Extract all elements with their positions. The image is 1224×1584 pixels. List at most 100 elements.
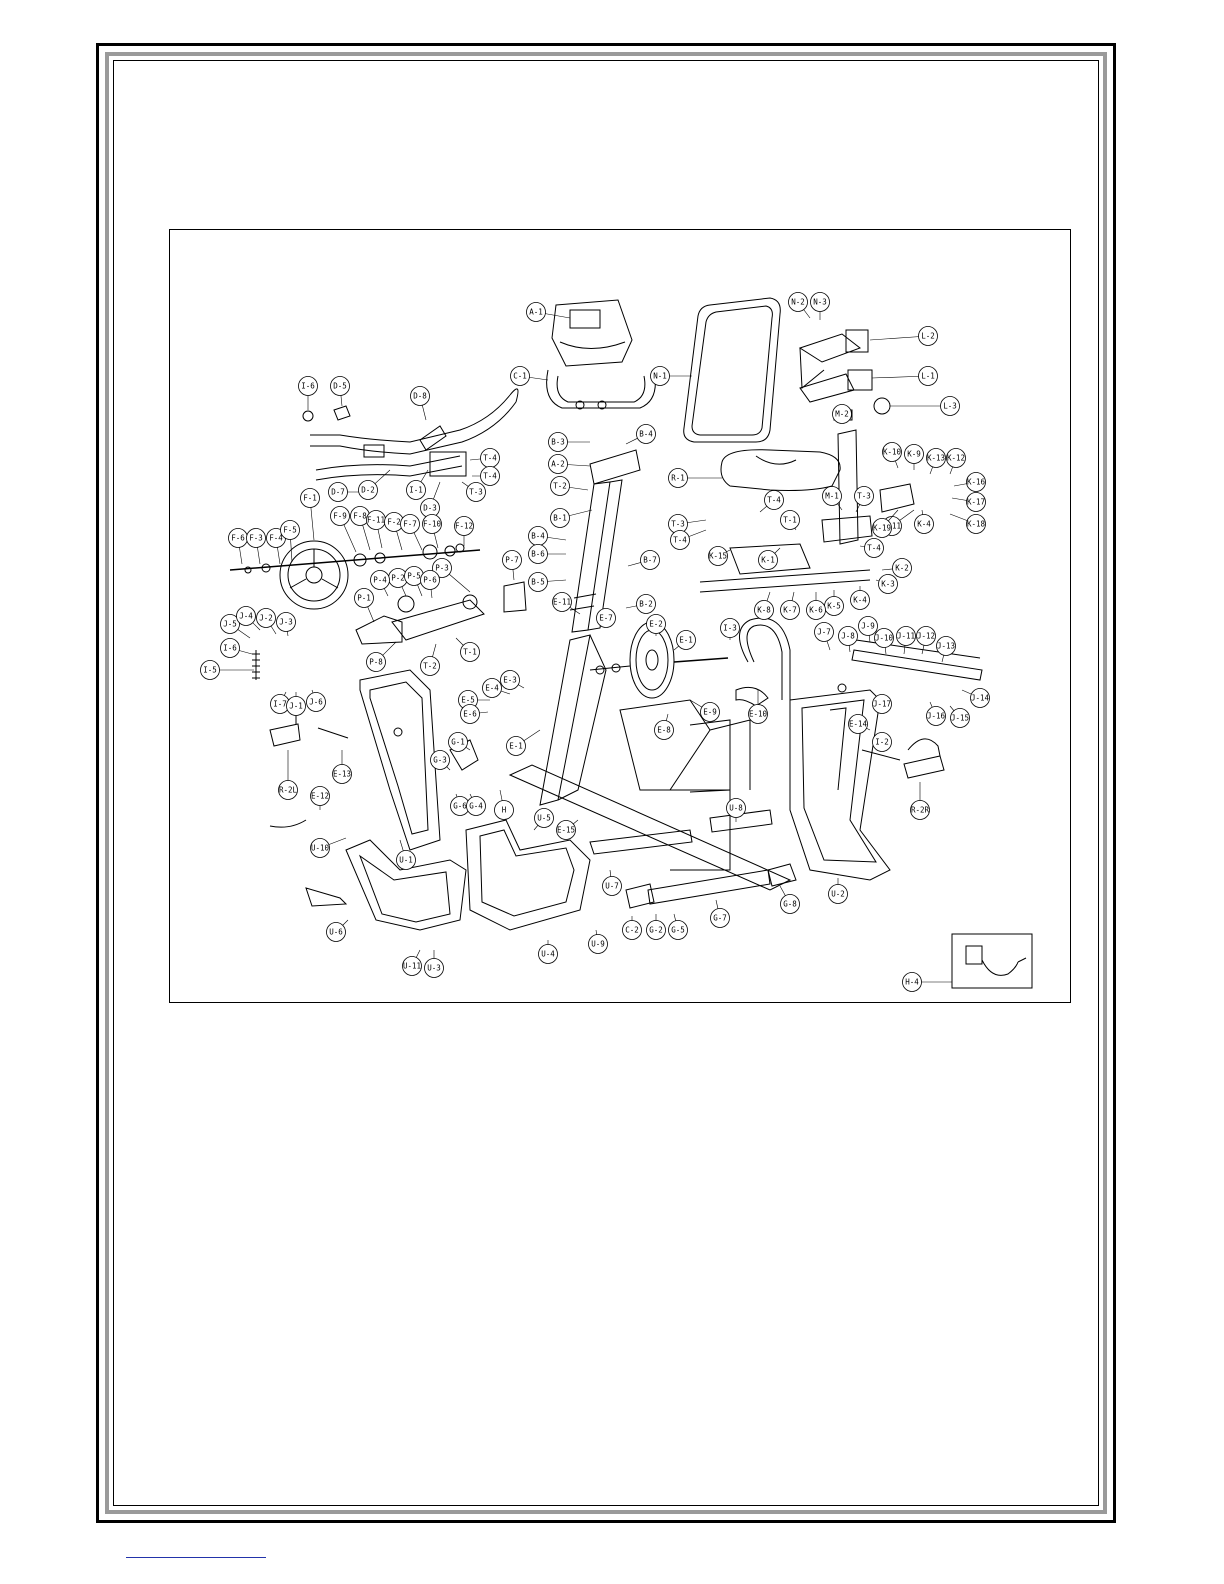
callout-circle [494,800,514,820]
callout-circle [502,550,522,570]
callout-circle [916,626,936,646]
callout-label: T-3 [857,492,871,501]
callout-label: J-11 [897,632,915,641]
callout-circle [326,922,346,942]
callout-circle [236,606,256,626]
callout-t1: T-1 [455,637,480,662]
callout-g5: G-5 [668,913,688,940]
callout-circle [330,506,350,526]
seat-rail [837,639,983,693]
callout-n2: N-2 [788,292,811,319]
callout-circle [780,600,800,620]
callout-circle [872,518,892,538]
callout-h: H [494,789,514,820]
callout-label: G-8 [783,900,797,909]
callout-m2: M-2 [832,404,853,424]
callout-circle [396,850,416,870]
callout-label: J-13 [937,642,955,651]
callout-label: K-18 [967,520,986,529]
callout-label: K-6 [809,606,823,615]
callout-circle [280,520,300,540]
callout-circle [854,486,874,506]
callout-j9: J-9 [858,616,878,643]
callout-label: K-4 [917,520,931,529]
callout-label: A-1 [529,308,543,317]
callout-d7: D-7 [328,482,360,502]
callout-circle [966,492,986,512]
callout-u11: U-11 [402,949,422,976]
callout-p2: P-2 [388,568,408,597]
callout-i1: I-1 [406,469,429,500]
callout-label: K-10 [883,448,902,457]
callout-circle [528,544,548,564]
callout-label: U-8 [729,804,743,813]
callout-label: E-10 [749,710,768,719]
callout-label: N-3 [813,298,827,307]
callout-g3: G-3 [430,750,451,771]
callout-i5: I-5 [200,660,254,680]
callout-e14: E-14 [848,714,871,734]
callout-label: T-4 [483,454,497,463]
callout-label: C-1 [513,372,527,381]
callout-f11: F-11 [366,510,386,549]
callout-g7: G-7 [710,899,730,928]
callout-circle [246,528,266,548]
callout-k9: K-9 [904,444,924,470]
callout-circle [432,558,452,578]
callout-label: G-6 [453,802,467,811]
callout-circle [466,482,486,502]
callout-label: J-12 [917,632,935,641]
callout-circle [918,366,938,386]
callout-u8: U-8 [726,798,746,822]
callout-label: T-2 [553,482,567,491]
callout-label: J-7 [817,628,831,637]
callout-circle [896,626,916,646]
callout-label: F-9 [333,512,347,521]
callout-circle [874,628,894,648]
callout-t3: T-3 [461,481,486,502]
callout-circle [806,600,826,620]
callout-circle [548,454,568,474]
callout-circle [526,302,546,322]
callout-n1: N-1 [650,366,692,386]
callout-circle [354,588,374,608]
callout-label: T-1 [783,516,797,525]
callout-label: G-5 [671,926,685,935]
callout-f3: F-3 [246,528,266,565]
callout-label: A-2 [551,460,565,469]
callout-circle [814,622,834,642]
callout-circle [410,386,430,406]
callout-circle [940,396,960,416]
callout-i7: I-7 [270,691,290,714]
callout-label: P-7 [505,556,519,565]
callout-f10: F-10 [422,514,442,549]
callout-label: K-8 [757,606,771,615]
callout-label: G-7 [713,914,727,923]
callout-circle [358,480,378,500]
callout-circle [910,800,930,820]
main-upright [569,449,641,633]
callout-label: G-2 [649,926,663,935]
callout-label: T-2 [423,662,437,671]
callout-label: B-6 [531,550,545,559]
callout-label: R-2R [911,806,930,815]
callout-t4d: T-4 [670,529,707,550]
callout-circle [754,600,774,620]
callout-circle [370,570,390,590]
callout-circle [850,590,870,610]
callout-label: D-7 [331,488,345,497]
callout-label: U-2 [831,890,845,899]
callout-e12: E-12 [310,786,330,810]
callout-circle [892,558,912,578]
callout-label: D-2 [361,486,375,495]
callout-circle [636,424,656,444]
callout-circle [636,594,656,614]
callout-circle [914,514,934,534]
side-handlebar [302,388,519,481]
callout-label: K-11 [883,522,901,531]
callout-label: I-6 [301,382,315,391]
callout-label: E-1 [679,636,693,645]
callout-p8: P-8 [366,641,397,672]
callout-circle [422,514,442,534]
callout-label: E-15 [557,826,575,835]
